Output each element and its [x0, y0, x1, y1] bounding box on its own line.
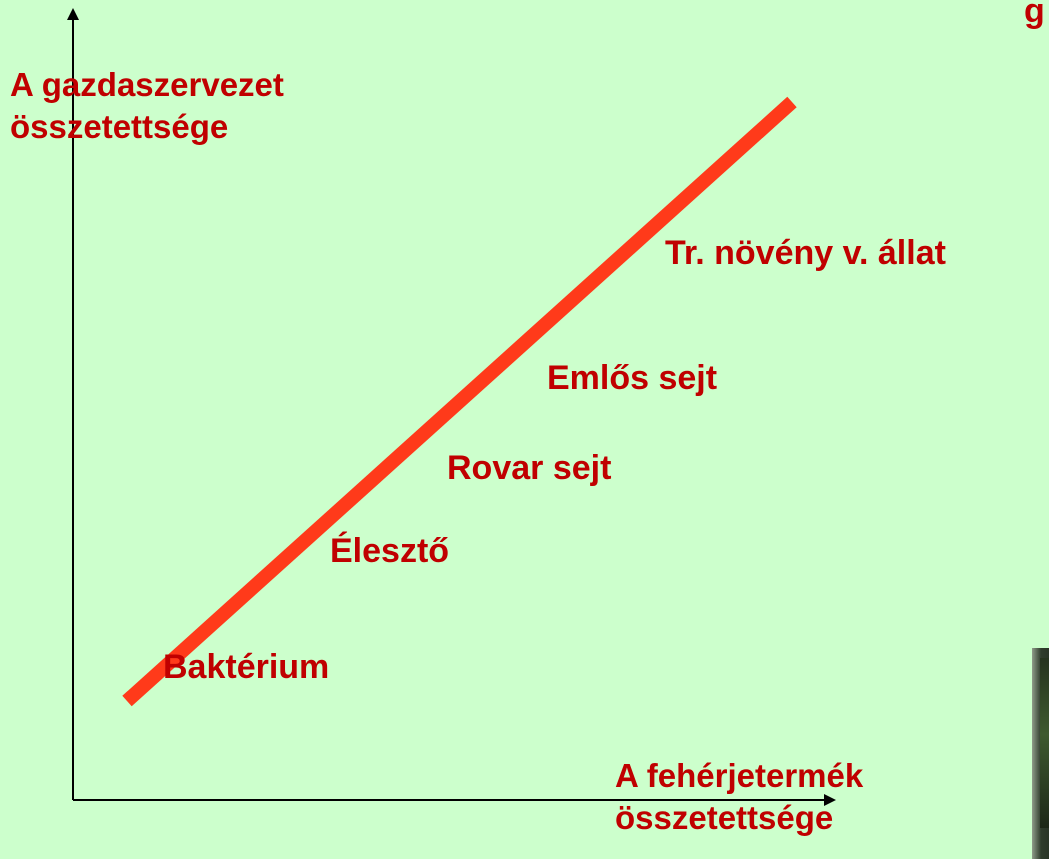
organism-label-rovar-sejt: Rovar sejt	[447, 448, 611, 489]
trend-line	[127, 102, 792, 701]
organism-label-emlos-sejt: Emlős sejt	[547, 358, 717, 399]
y-axis-label-line1: A gazdaszervezet	[10, 64, 284, 106]
organism-label-eleszto: Élesztő	[330, 531, 449, 572]
organism-label-bakterium: Baktérium	[163, 647, 329, 688]
x-axis-label: A fehérjetermék összetettsége	[615, 755, 863, 839]
y-axis-label-line2: összetettsége	[10, 106, 284, 148]
cropped-title-letter: g	[1024, 0, 1045, 31]
y-axis-label: A gazdaszervezet összetettsége	[10, 64, 284, 148]
cropped-photo	[1032, 648, 1049, 859]
x-axis-label-line1: A fehérjetermék	[615, 755, 863, 797]
organism-label-noveny-allat: Tr. növény v. állat	[665, 233, 946, 274]
x-axis-label-line2: összetettsége	[615, 797, 863, 839]
